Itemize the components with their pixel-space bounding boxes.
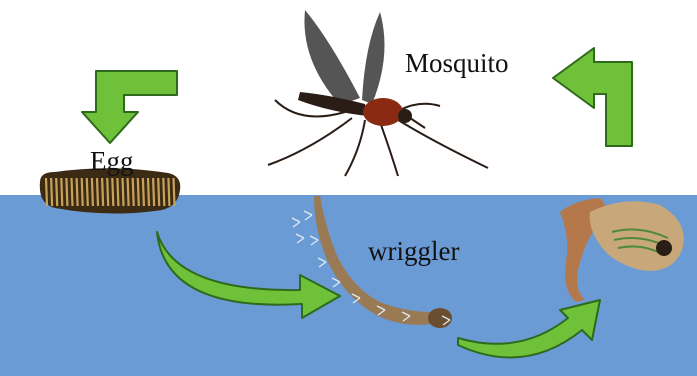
corner-arrow-down-icon <box>82 71 177 143</box>
curved-arrow-right-icon <box>157 232 340 318</box>
label-egg: Egg <box>90 148 134 175</box>
corner-arrow-up-icon <box>553 48 632 146</box>
pupa <box>560 198 684 302</box>
label-mosquito: Mosquito <box>405 50 509 77</box>
curved-arrow-up-right-icon <box>458 300 600 357</box>
label-wriggler: wriggler <box>368 238 459 265</box>
mosquito-adult <box>268 10 488 176</box>
